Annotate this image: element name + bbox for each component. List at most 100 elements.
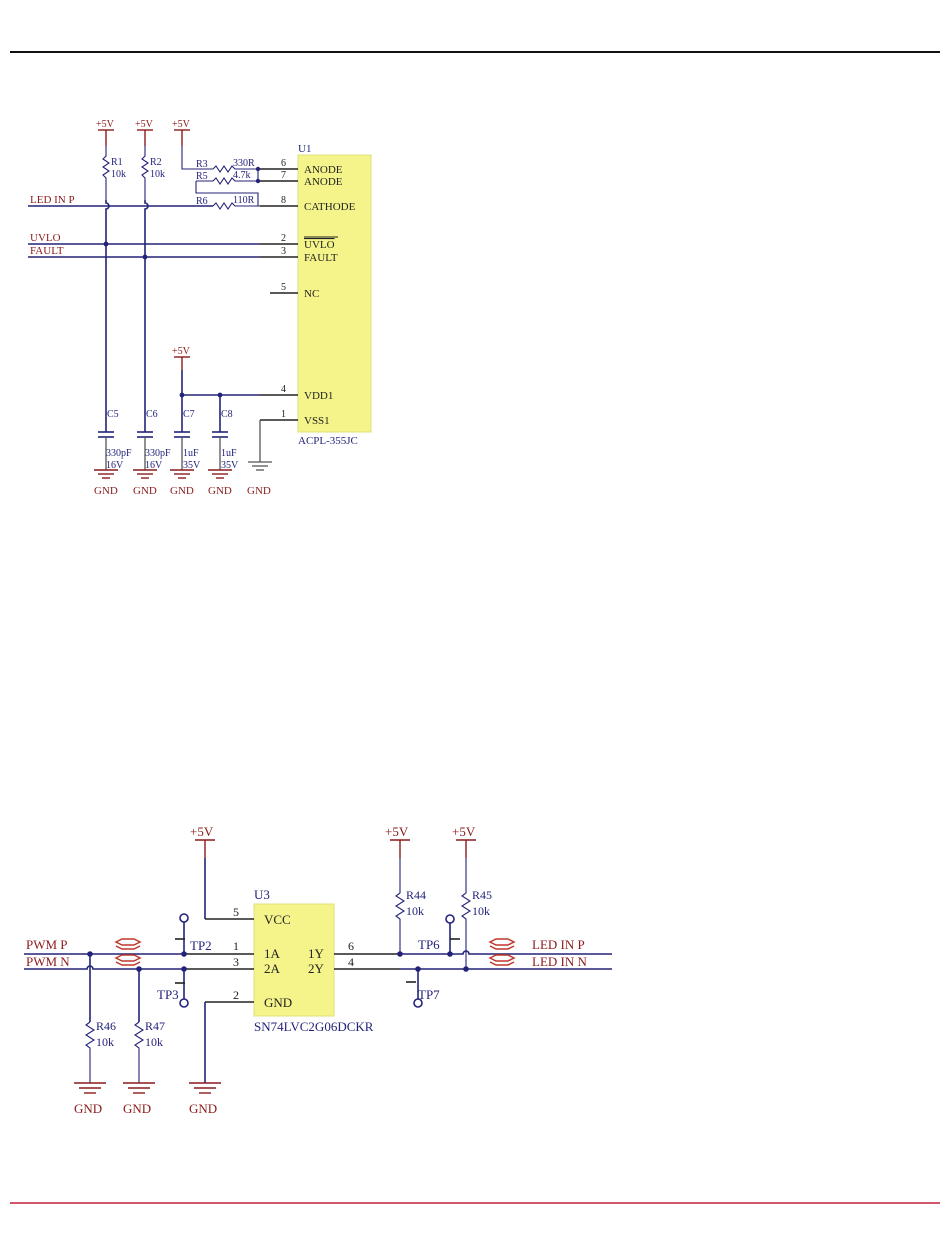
testpoint-tp6: TP6 [418, 914, 460, 954]
input-nets: LED IN P UVLO FAULT [28, 194, 260, 258]
c7-value: 1uF [183, 448, 199, 459]
pin-name: NC [304, 288, 319, 300]
net-fault: FAULT [30, 245, 64, 257]
r47-ref: R47 [145, 1019, 165, 1033]
gnd-label: GND [208, 485, 232, 497]
pwm-buffer-circuit: U3 SN74LVC2G06DCKR VCC 1A 2A GND 1Y 2Y 5… [24, 824, 612, 1116]
r5-ref: R5 [196, 171, 208, 182]
port-pwm-n-icon [114, 954, 142, 966]
c5-value: 330pF [106, 448, 132, 459]
r44-value: 10k [406, 904, 424, 918]
tp2-label: TP2 [190, 938, 212, 953]
pin-num: 1 [281, 409, 286, 420]
c8-ref: C8 [221, 409, 233, 420]
pin-num: 4 [348, 955, 354, 969]
capacitor-c8: C8 1uF 35V [212, 409, 239, 471]
r1-resistor: R1 10k [102, 146, 126, 200]
gnd-label: GND [247, 485, 271, 497]
tp6-label: TP6 [418, 937, 440, 952]
pin-name: ANODE [304, 176, 343, 188]
vcc-label: +5V [385, 824, 409, 839]
testpoint-tp3: TP3 [157, 969, 189, 1008]
net-pwm-p: PWM P [26, 937, 68, 952]
gnd-label: GND [170, 485, 194, 497]
tp3-label: TP3 [157, 987, 179, 1002]
u3-vcc-supply: +5V [190, 824, 215, 919]
pin-num: 6 [281, 158, 286, 169]
r45-ref: R45 [472, 888, 492, 902]
u1-ref: U1 [298, 143, 311, 155]
u3-pin-vcc: VCC [264, 912, 291, 927]
vcc-label: +5V [96, 119, 115, 130]
vcc-label: +5V [135, 119, 154, 130]
capacitor-c5: C5 330pF 16V [98, 409, 132, 471]
u3-ref: U3 [254, 887, 270, 902]
pin-name: VSS1 [304, 415, 330, 427]
u3-pin-gnd: GND [264, 995, 292, 1010]
r5-value: 4.7k [233, 170, 251, 181]
vcc-label: +5V [172, 119, 191, 130]
pin-name: CATHODE [304, 201, 356, 213]
u3-part: SN74LVC2G06DCKR [254, 1019, 374, 1034]
r45-value: 10k [472, 904, 490, 918]
r2-value: 10k [150, 169, 165, 180]
gnd-label: GND [133, 485, 157, 497]
r6-ref: R6 [196, 196, 208, 207]
r44-ref: R44 [406, 888, 426, 902]
c6-voltage: 16V [145, 460, 163, 471]
r3-ref: R3 [196, 159, 208, 170]
c5-ref: C5 [107, 409, 119, 420]
c8-value: 1uF [221, 448, 237, 459]
r45-resistor: +5V R45 10k [452, 824, 492, 969]
testpoint-tp2: TP2 [175, 913, 212, 954]
u1-pins: 6 7 8 2 3 5 4 1 ANODE ANODE CATHODE UVLO… [260, 158, 356, 427]
tp7-label: TP7 [418, 987, 440, 1002]
vcc-label: +5V [190, 824, 214, 839]
pin-num: 3 [233, 955, 239, 969]
gnd-label: GND [189, 1101, 217, 1116]
pin-name-uvlo: UVLO [304, 239, 335, 251]
u3-pin-1y: 1Y [308, 946, 325, 961]
gnd-label: GND [94, 485, 118, 497]
anode-resistor-network: R3 330R R5 4.7k R6 110R [181, 146, 261, 210]
testpoint-tp7: TP7 [406, 969, 440, 1008]
net-pwm-n: PWM N [26, 954, 70, 969]
u3-gnd: GND [189, 1002, 221, 1116]
c7-voltage: 35V [183, 460, 201, 471]
gnd-label: GND [74, 1101, 102, 1116]
r1-ref: R1 [111, 157, 123, 168]
u3-pin-2a: 2A [264, 961, 281, 976]
c6-ref: C6 [146, 409, 158, 420]
u3-chip-body [253, 903, 335, 1017]
r47-value: 10k [145, 1035, 163, 1049]
net-led-in-n-out: LED IN N [532, 954, 587, 969]
gnd-label: GND [123, 1101, 151, 1116]
r3-value: 330R [233, 158, 255, 169]
pin-name: VDD1 [304, 390, 333, 402]
r44-resistor: +5V R44 10k [385, 824, 426, 954]
net-uvlo: UVLO [30, 232, 61, 244]
capacitor-c7: C7 1uF 35V [174, 409, 201, 471]
c8-voltage: 35V [221, 460, 239, 471]
pin-name: FAULT [304, 252, 338, 264]
cap-drops [103, 200, 149, 432]
r1-value: 10k [111, 169, 126, 180]
pin-num: 4 [281, 384, 286, 395]
c5-voltage: 16V [106, 460, 124, 471]
pin-num: 7 [281, 170, 286, 181]
u3-pin-2y: 2Y [308, 961, 325, 976]
pwm-input-nets: PWM P PWM N [24, 937, 187, 1022]
opto-gate-driver-circuit: U1 ACPL-355JC 6 7 8 2 3 5 4 1 ANODE ANOD… [28, 119, 372, 497]
net-led-in-p: LED IN P [30, 194, 75, 206]
pin-num: 5 [233, 905, 239, 919]
vcc-label: +5V [172, 346, 191, 357]
pin-num: 5 [281, 282, 286, 293]
led-output-nets: LED IN P LED IN N [397, 937, 612, 972]
r2-resistor: R2 10k [141, 146, 165, 200]
pin-num: 3 [281, 246, 286, 257]
r2-ref: R2 [150, 157, 162, 168]
c6-value: 330pF [145, 448, 171, 459]
r46-ref: R46 [96, 1019, 116, 1033]
